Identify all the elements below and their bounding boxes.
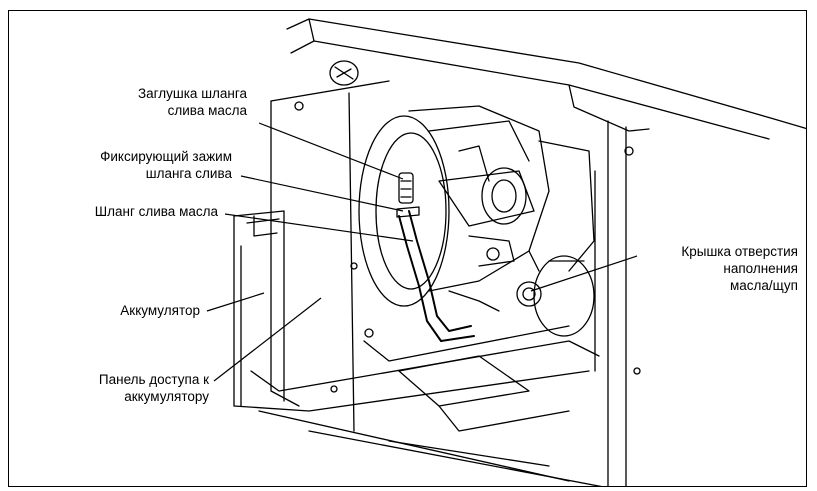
base-floor bbox=[233, 370, 590, 412]
leader-oil-drain-hose bbox=[224, 213, 414, 242]
leader-oil-fill-cap bbox=[530, 255, 638, 292]
drain-plug-shape bbox=[398, 172, 414, 204]
leader-drain-hose-clamp bbox=[240, 175, 404, 212]
left-panel bbox=[270, 100, 300, 407]
leader-oil-drain-plug bbox=[258, 122, 404, 180]
leader-battery-access-panel bbox=[213, 297, 322, 382]
label-oil-drain-plug: Заглушка шланга слива масла bbox=[137, 86, 247, 118]
top-housing bbox=[286, 18, 806, 130]
label-battery-access-panel: Панель доступа к аккумулятору bbox=[98, 372, 209, 404]
oil-fill-cap-shape bbox=[516, 281, 542, 307]
leader-battery bbox=[206, 292, 265, 312]
label-battery: Аккумулятор bbox=[120, 303, 200, 318]
engine-body bbox=[408, 105, 550, 292]
battery-outline bbox=[233, 210, 285, 402]
label-drain-hose-clamp: Фиксирующий зажим шланга слива bbox=[100, 149, 232, 181]
hose-clamp-shape bbox=[396, 206, 420, 218]
generator-engine-drawing bbox=[206, 18, 806, 486]
label-oil-drain-hose: Шланг слива масла bbox=[94, 204, 218, 219]
drain-hose bbox=[408, 210, 472, 332]
engine-flywheel bbox=[358, 115, 450, 307]
figure-frame: Заглушка шланга слива масла Фиксирующий … bbox=[8, 10, 807, 487]
label-oil-fill-cap: Крышка отверстия наполнения масла/щуп bbox=[681, 244, 798, 293]
